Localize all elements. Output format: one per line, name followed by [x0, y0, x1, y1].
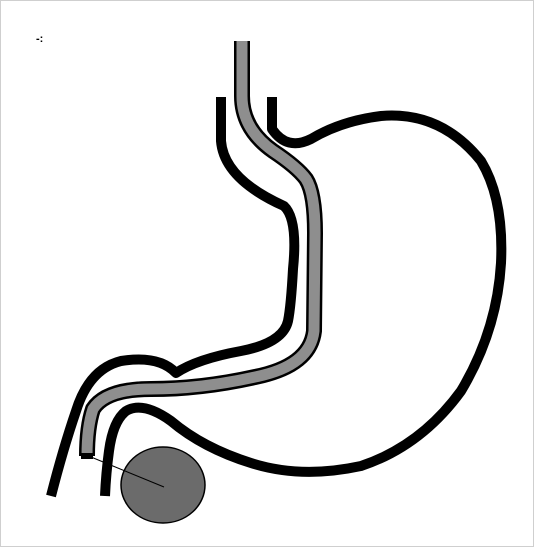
lesion — [121, 447, 205, 523]
gastric-tube-tip — [81, 453, 93, 459]
stomach-greater-curvature-wall — [105, 97, 501, 496]
